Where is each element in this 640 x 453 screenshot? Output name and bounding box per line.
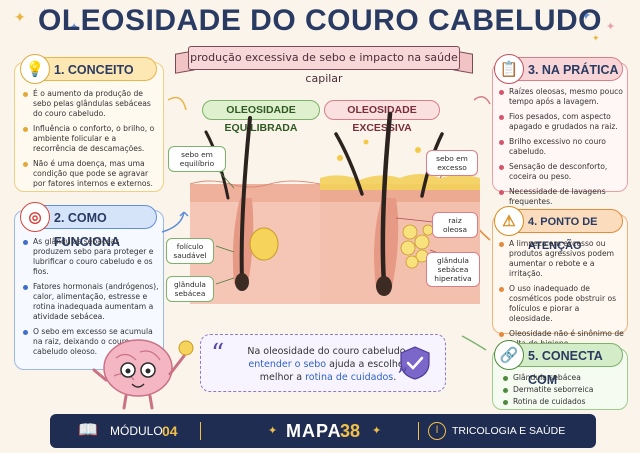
warning-icon: ⚠ bbox=[494, 206, 524, 236]
list-item: O uso inadequado de cosméticos pode obst… bbox=[499, 284, 625, 324]
key-message-box: “ Na oleosidade do couro cabeludo, enten… bbox=[200, 334, 446, 392]
card-conceito-list: É o aumento da produção de sebo pelas gl… bbox=[23, 89, 159, 194]
footer-divider-left bbox=[200, 422, 201, 440]
footer-bar: 📖 MÓDULO 04 ✦ MAPA 38 ✦ ǀ TRICOLOGIA E S… bbox=[50, 414, 596, 448]
tag-sebo-equilibrio: sebo em equilíbrio bbox=[168, 146, 226, 172]
tag-foliculo: folículo saudável bbox=[166, 238, 214, 264]
card-conecta-title: 5. CONECTA COM bbox=[528, 349, 603, 387]
quote-open-icon: “ bbox=[211, 339, 225, 369]
book-icon: 📖 bbox=[78, 422, 98, 439]
quote-part-3: . bbox=[393, 372, 397, 383]
sparkle-icon: ✦ bbox=[14, 10, 26, 26]
card-conceito-header: 💡 1. CONCEITO bbox=[20, 54, 157, 84]
card-funciona-title: 2. COMO FUNCIONA bbox=[54, 211, 120, 249]
footer-area: TRICOLOGIA E SAÚDE CAPILAR bbox=[452, 425, 566, 437]
link-icon: 🔗 bbox=[494, 340, 524, 370]
list-item: Rotina de cuidados bbox=[503, 397, 623, 407]
list-item: Sensação de desconforto, coceira ou peso… bbox=[499, 162, 625, 182]
footer-modulo-label: MÓDULO bbox=[110, 424, 163, 438]
list-item: Glândula sebácea bbox=[503, 373, 623, 383]
card-conecta-header: 🔗 5. CONECTA COM bbox=[494, 340, 623, 387]
card-funciona: ◎ 2. COMO FUNCIONA As glândulas sebáceas… bbox=[14, 202, 164, 370]
clipboard-icon: 📋 bbox=[494, 54, 524, 84]
footer-mapa-label: MAPA bbox=[286, 421, 342, 441]
list-item: Não é uma doença, mas uma condição que p… bbox=[23, 159, 159, 189]
quote-part-1: Na oleosidade do couro cabeludo, bbox=[247, 346, 409, 357]
list-item: Raízes oleosas, mesmo pouco tempo após a… bbox=[499, 87, 625, 107]
list-item: É o aumento da produção de sebo pelas gl… bbox=[23, 89, 159, 119]
hair-follicle-icon: ǀ bbox=[428, 422, 446, 440]
card-funciona-list: As glândulas sebáceas produzem sebo para… bbox=[23, 237, 159, 362]
sparkle-icon: ✦ bbox=[606, 20, 616, 33]
card-conceito: 💡 1. CONCEITO É o aumento da produção de… bbox=[14, 54, 164, 194]
list-item: Necessidade de lavagens frequentes. bbox=[499, 187, 625, 207]
page-title: OLEOSIDADE DO COURO CABELUDO bbox=[37, 4, 603, 37]
card-atencao-header: ⚠ 4. PONTO DE ATENÇÃO bbox=[494, 206, 623, 252]
excess-label: OLEOSIDADE EXCESSIVA bbox=[324, 100, 440, 134]
card-pratica-list: Raízes oleosas, mesmo pouco tempo após a… bbox=[499, 87, 625, 212]
list-item: As glândulas sebáceas produzem sebo para… bbox=[23, 237, 159, 277]
card-atencao: ⚠ 4. PONTO DE ATENÇÃO A limpeza em exces… bbox=[492, 206, 628, 348]
list-item: Influência o conforto, o brilho, o ambie… bbox=[23, 124, 159, 154]
tag-glandula: glândula sebácea bbox=[166, 276, 214, 302]
card-atencao-title: 4. PONTO DE ATENÇÃO bbox=[528, 216, 598, 252]
brain-mascot-icon bbox=[92, 339, 194, 410]
sparkle-icon: ✦ bbox=[372, 425, 382, 437]
list-item: Fios pesados, com aspecto apagado e grud… bbox=[499, 112, 625, 132]
card-atencao-list: A limpeza em excesso ou produtos agressi… bbox=[499, 239, 625, 354]
list-item: Brilho excessivo no couro cabeludo. bbox=[499, 137, 625, 157]
key-message: Na oleosidade do couro cabeludo, entende… bbox=[245, 345, 411, 384]
quote-close-icon: ” bbox=[397, 365, 409, 390]
sparkle-icon: ✦ bbox=[268, 425, 278, 437]
sparkle-icon: ✦ bbox=[70, 22, 79, 33]
list-item: Fatores hormonais (andrógenos), calor, a… bbox=[23, 282, 159, 322]
subtitle-ribbon: produção excessiva de sebo e impacto na … bbox=[188, 46, 460, 85]
card-funciona-header: ◎ 2. COMO FUNCIONA bbox=[20, 202, 157, 249]
tag-sebo-excesso: sebo em excesso bbox=[426, 150, 478, 176]
tag-raiz: raiz oleosa bbox=[432, 212, 478, 238]
balanced-label: OLEOSIDADE EQUILIBRADA bbox=[202, 100, 320, 134]
quote-highlight-2: rotina de cuidados bbox=[305, 372, 394, 383]
list-item: Dermatite seborreica bbox=[503, 385, 623, 395]
quote-part-2: ajuda a escolher melhor a bbox=[259, 359, 408, 383]
sparkle-icon: ✦ bbox=[592, 34, 600, 44]
card-conecta-list: Glândula sebácea Dermatite seborreica Ro… bbox=[503, 373, 623, 409]
card-pratica: 📋 3. NA PRÁTICA Raízes oleosas, mesmo po… bbox=[492, 54, 628, 206]
scalp-diagram: OLEOSIDADE EQUILIBRADA OLEOSIDADE EXCESS… bbox=[166, 98, 480, 328]
tag-glandula-hiper: glândula sebácea hiperativa bbox=[426, 252, 480, 287]
card-pratica-header: 📋 3. NA PRÁTICA bbox=[494, 54, 623, 84]
list-item: A limpeza em excesso ou produtos agressi… bbox=[499, 239, 625, 279]
footer-mapa-number: 38 bbox=[340, 421, 361, 441]
footer-divider-right bbox=[418, 422, 419, 440]
quote-highlight-1: entender o sebo bbox=[248, 359, 327, 370]
card-conceito-title: 1. CONCEITO bbox=[54, 63, 134, 77]
card-pratica-title: 3. NA PRÁTICA bbox=[528, 63, 619, 77]
sparkle-icon: ✦ bbox=[580, 8, 592, 24]
list-item: O sebo em excesso se acumula na raiz, de… bbox=[23, 327, 159, 357]
footer-modulo-number: 04 bbox=[162, 423, 178, 439]
card-conecta: 🔗 5. CONECTA COM Glândula sebácea Dermat… bbox=[492, 340, 628, 410]
target-icon: ◎ bbox=[20, 202, 50, 232]
lightbulb-icon: 💡 bbox=[20, 54, 50, 84]
sparkle-icon: ✦ bbox=[40, 6, 50, 19]
shield-check-icon bbox=[400, 346, 430, 380]
